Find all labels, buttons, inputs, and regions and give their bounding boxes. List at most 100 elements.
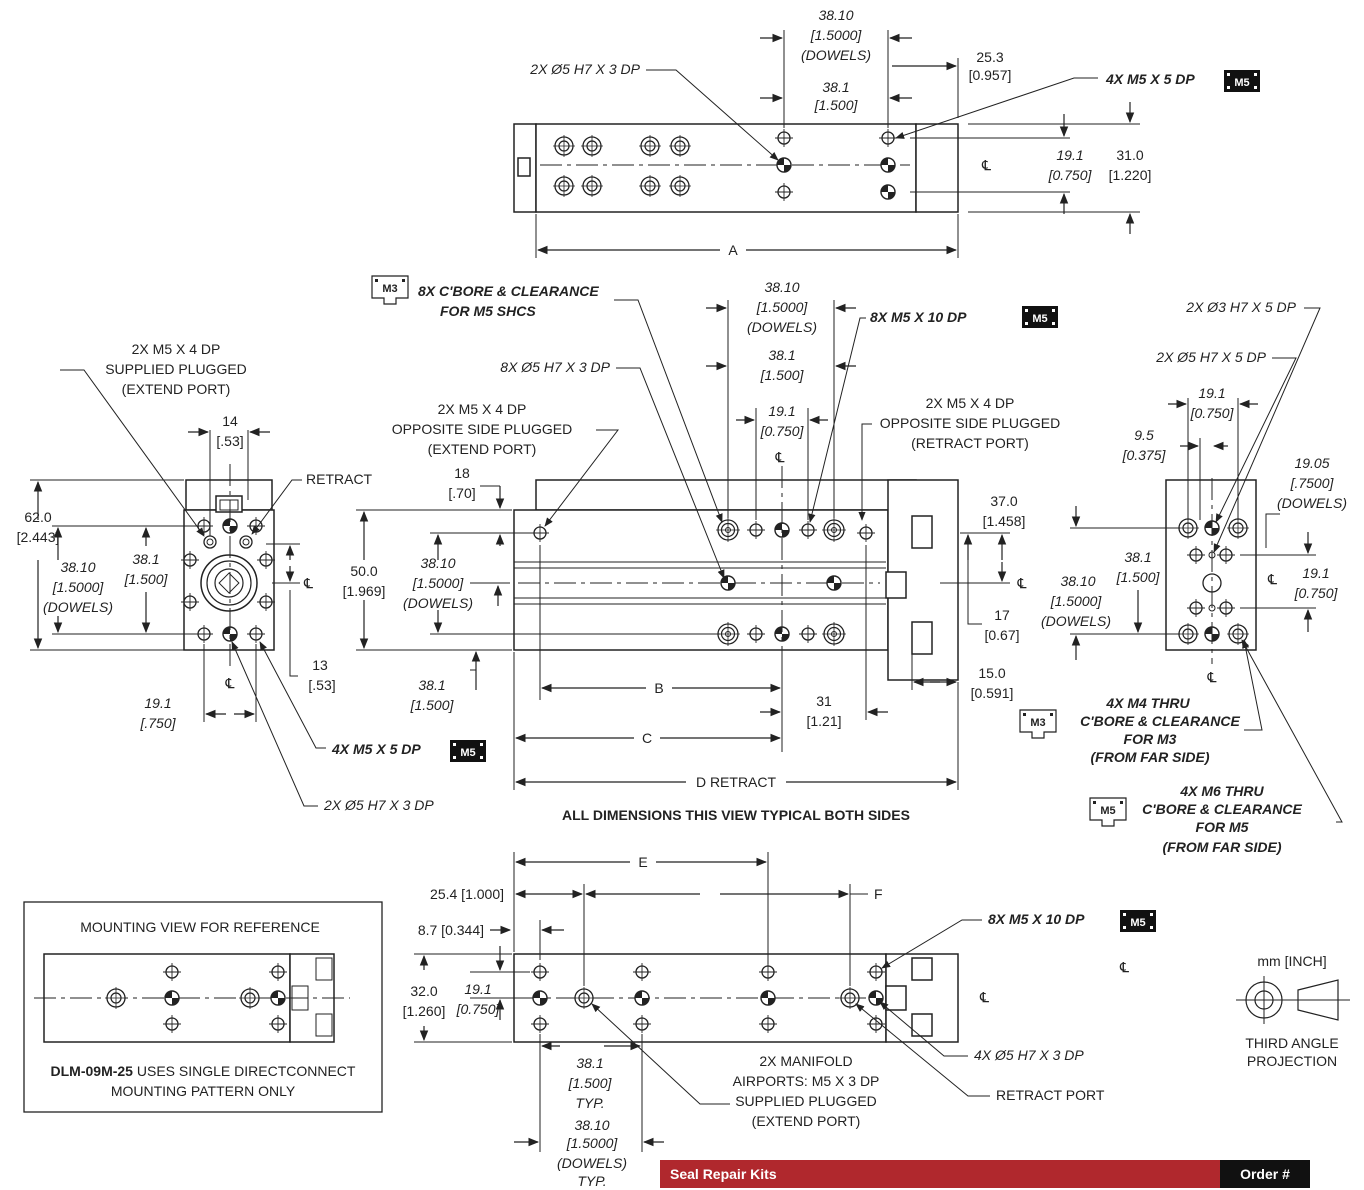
right-dim-95-2: [0.375] [1122, 447, 1167, 463]
top-dim-cl-1: 19.1 [1056, 147, 1083, 163]
mounting-view-box: MOUNTING VIEW FOR REFERENCE DLM-09M-25 U… [23, 901, 383, 1113]
top-dim-cl-2: [0.750] [1048, 167, 1093, 183]
right-dim-1905-3: (DOWELS) [1277, 495, 1347, 511]
right-dim-191-r-2: [0.750] [1294, 585, 1339, 601]
bottom-badge: M5 [1130, 917, 1145, 929]
side-dim-50-2: [1.969] [343, 583, 386, 599]
side-note-cbore-2: FOR M5 SHCS [440, 303, 536, 319]
left-dim-62-2: [2.443] [17, 529, 60, 545]
projection-label-2: PROJECTION [1247, 1053, 1337, 1069]
top-dim-height-1: 31.0 [1116, 147, 1143, 163]
bottom-3810-3: (DOWELS) [557, 1155, 627, 1171]
left-dim-381-1: 38.1 [132, 551, 159, 567]
projection-units: mm [INCH] [1257, 953, 1326, 969]
right-dim-191-top-1: 19.1 [1198, 385, 1225, 401]
left-badge: M5 [460, 747, 475, 759]
left-dim-191-2: [.750] [139, 715, 176, 731]
bottom-note-dowel: 4X Ø5 H7 X 3 DP [974, 1047, 1084, 1063]
mounting-text-2: MOUNTING PATTERN ONLY [111, 1083, 296, 1099]
side-dim-31-2: [1.21] [806, 713, 841, 729]
bottom-381-3: TYP. [575, 1095, 604, 1111]
mounting-title: MOUNTING VIEW FOR REFERENCE [80, 919, 320, 935]
side-dim-17-2: [0.67] [984, 627, 1019, 643]
left-dim-191-1: 19.1 [144, 695, 171, 711]
order-number-header: Order # [1220, 1160, 1310, 1188]
top-note-tap: 4X M5 X 5 DP [1105, 71, 1195, 87]
top-dim-dowels-2: [1.5000] [810, 27, 863, 43]
right-end-view: ℄ 2X Ø3 H7 X 5 DP 2X Ø5 H7 X 5 DP 19.1 [… [1019, 299, 1347, 855]
side-label-d: D RETRACT [696, 774, 777, 790]
top-dim-dowels-1: 38.10 [818, 7, 853, 23]
right-note-m6-1: 4X M6 THRU [1179, 783, 1264, 799]
left-dim-62-1: 62.0 [24, 509, 51, 525]
side-footnote: ALL DIMENSIONS THIS VIEW TYPICAL BOTH SI… [562, 807, 910, 823]
bottom-381-1: 38.1 [576, 1055, 603, 1071]
top-view: 38.10 [1.5000] (DOWELS) 38.1 [1.500] 25.… [513, 7, 1260, 258]
side-cl-top: ℄ [775, 449, 785, 465]
side-dim-pitch-1: 19.1 [768, 403, 795, 419]
right-dim-191-top-2: [0.750] [1190, 405, 1235, 421]
side-note-retract-3: (RETRACT PORT) [911, 435, 1029, 451]
side-dim-pitch-2: [0.750] [760, 423, 805, 439]
bottom-3810-2: [1.5000] [566, 1135, 619, 1151]
right-badge-m3: M3 [1030, 717, 1045, 729]
left-note-plugged-2: SUPPLIED PLUGGED [105, 361, 247, 377]
projection-label-1: THIRD ANGLE [1245, 1035, 1338, 1051]
side-cl-right: ℄ [1017, 575, 1027, 591]
side-dim-3810-2: [1.5000] [412, 575, 465, 591]
left-cl-r: ℄ [303, 575, 313, 591]
side-dim-31-1: 31 [816, 693, 832, 709]
left-dim-13-2: [.53] [308, 677, 335, 693]
right-note-m4-4: (FROM FAR SIDE) [1091, 749, 1210, 765]
side-dim-50-1: 50.0 [350, 563, 377, 579]
top-label-a: A [728, 242, 738, 258]
side-dim-37-1: 37.0 [990, 493, 1017, 509]
left-dim-14-1: 14 [222, 413, 238, 429]
svg-text:DLM-09M-25 USES SINGLE DIRECTC: DLM-09M-25 USES SINGLE DIRECTCONNECT [51, 1063, 356, 1079]
bottom-manifold-2: AIRPORTS: M5 X 3 DP [733, 1073, 880, 1089]
side-dim-15-1: 15.0 [978, 665, 1005, 681]
side-dim-37-2: [1.458] [983, 513, 1026, 529]
side-note-retract-1: 2X M5 X 4 DP [926, 395, 1015, 411]
bottom-3810-4: TYP. [577, 1173, 606, 1189]
right-note-d5: 2X Ø5 H7 X 5 DP [1155, 349, 1266, 365]
side-note-extend-2: OPPOSITE SIDE PLUGGED [392, 421, 573, 437]
left-note-tap: 4X M5 X 5 DP [331, 741, 421, 757]
side-view: 38.10 [1.5000] (DOWELS) 38.1 [1.500] 19.… [343, 275, 1060, 823]
side-dim-3810-1: 38.10 [420, 555, 455, 571]
top-dim-end-1: 25.3 [976, 49, 1003, 65]
bottom-retract-port: RETRACT PORT [996, 1087, 1105, 1103]
bottom-cl: ℄ [979, 989, 989, 1005]
right-cl-r: ℄ [1267, 571, 1277, 587]
right-dim-3810-1: 38.10 [1060, 573, 1095, 589]
bottom-381-2: [1.500] [568, 1075, 613, 1091]
right-note-m4-2: C'BORE & CLEARANCE [1080, 713, 1240, 729]
left-cl: ℄ [225, 675, 235, 691]
left-dim-13-1: 13 [312, 657, 328, 673]
mounting-model: DLM-09M-25 [51, 1063, 134, 1079]
top-dim-height-2: [1.220] [1109, 167, 1152, 183]
side-dim-dowels-2: [1.5000] [756, 299, 809, 315]
right-note-m6-2: C'BORE & CLEARANCE [1142, 801, 1302, 817]
bottom-cl-sym: ℄ [1119, 959, 1129, 975]
bottom-dim-191-1: 19.1 [464, 981, 491, 997]
bottom-label-f: F [874, 886, 883, 902]
bottom-manifold-1: 2X MANIFOLD [759, 1053, 852, 1069]
bottom-view: E F 25.4 [1.000] 8.7 [0.344] 32.0 [1.260… [403, 852, 1156, 1189]
side-dim-18-2: [.70] [448, 485, 475, 501]
right-note-m6-3: FOR M5 [1196, 819, 1249, 835]
bottom-manifold-3: SUPPLIED PLUGGED [735, 1093, 877, 1109]
side-label-b: B [654, 680, 663, 696]
right-dim-381-2: [1.500] [1116, 569, 1161, 585]
right-dim-1905-1: 19.05 [1294, 455, 1329, 471]
right-cl: ℄ [1207, 669, 1217, 685]
right-dim-1905-2: [.7500] [1290, 475, 1335, 491]
right-dim-3810-2: [1.5000] [1050, 593, 1103, 609]
side-note-cbore-1: 8X C'BORE & CLEARANCE [418, 283, 599, 299]
left-note-dowel: 2X Ø5 H7 X 3 DP [323, 797, 434, 813]
right-dim-3810-3: (DOWELS) [1041, 613, 1111, 629]
side-dim-381-2: [1.500] [410, 697, 455, 713]
side-dim-17-1: 17 [994, 607, 1010, 623]
left-retract: RETRACT [306, 471, 373, 487]
right-note-d3: 2X Ø3 H7 X 5 DP [1185, 299, 1296, 315]
